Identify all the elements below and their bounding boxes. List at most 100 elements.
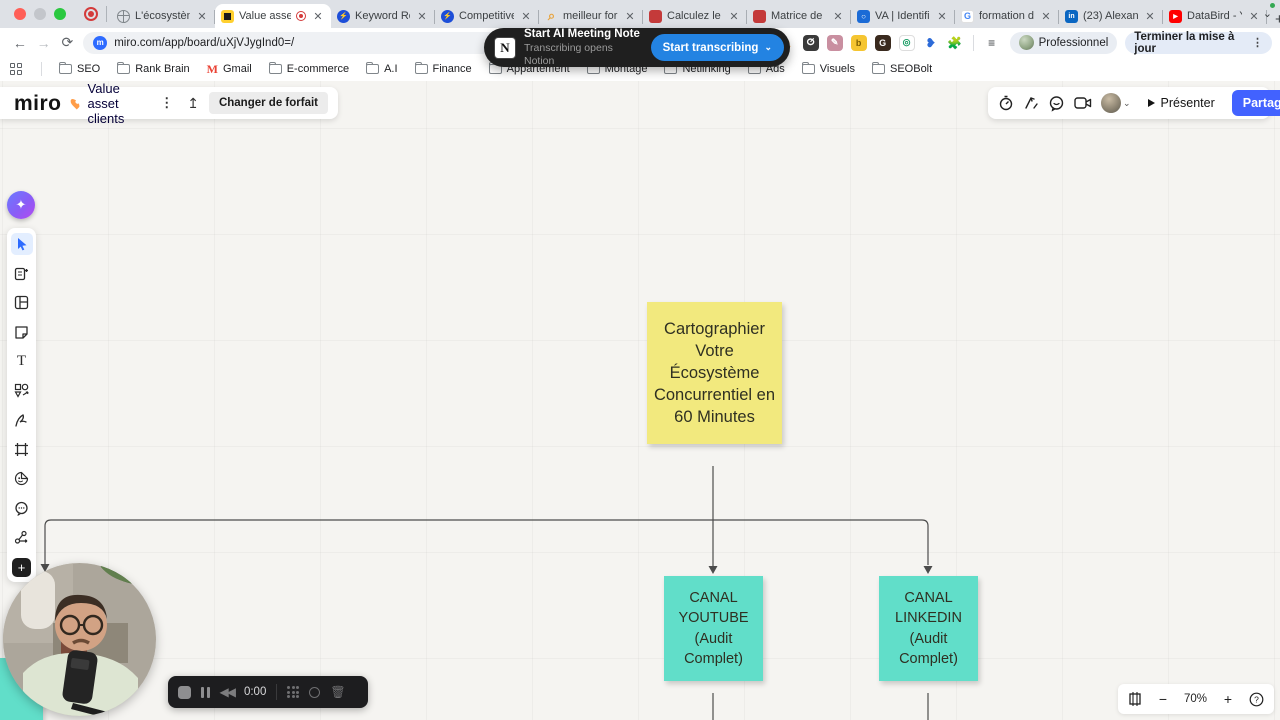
- stop-recording-button[interactable]: [178, 685, 191, 699]
- zoom-level[interactable]: 70%: [1183, 693, 1207, 705]
- tab-value-asset-active[interactable]: Value asse ✕: [215, 4, 331, 28]
- close-tab-icon[interactable]: ✕: [1041, 10, 1051, 23]
- tab-search-chevron-icon[interactable]: ⌄: [1262, 8, 1272, 20]
- reactions-icon[interactable]: [1023, 94, 1039, 112]
- share-button[interactable]: Partager: [1231, 90, 1280, 116]
- sticky-note-youtube[interactable]: CANAL YOUTUBE (Audit Complet): [664, 576, 763, 681]
- help-icon[interactable]: ?: [1249, 692, 1264, 707]
- frame-tool[interactable]: [11, 439, 33, 461]
- red-app-icon: [649, 9, 662, 23]
- tab-matrice[interactable]: Matrice de pri ✕: [747, 4, 851, 28]
- add-tool-button[interactable]: +: [12, 558, 31, 578]
- tab-meilleur-format[interactable]: meilleur forma ✕: [539, 4, 643, 28]
- extension-g-icon[interactable]: G: [874, 34, 891, 51]
- bookmark-seo[interactable]: SEO: [59, 62, 100, 75]
- extension-tags-icon[interactable]: ❥: [925, 35, 936, 50]
- miro-canvas[interactable]: [0, 81, 1280, 720]
- select-tool[interactable]: [10, 233, 33, 255]
- present-button[interactable]: Présenter: [1140, 91, 1223, 115]
- comment-tool[interactable]: [11, 497, 33, 519]
- extension-camera-icon[interactable]: ◎: [898, 34, 915, 51]
- tab-linkedin[interactable]: (23) Alexandr ✕: [1059, 4, 1163, 28]
- fullscreen-window-button[interactable]: [54, 8, 66, 20]
- zoom-controls: − 70% + ?: [1118, 684, 1274, 714]
- tab-databird-youtube[interactable]: DataBird - Yo ✕: [1163, 4, 1267, 28]
- extensions-puzzle-icon[interactable]: 🧩: [947, 35, 963, 50]
- sticky-note-main[interactable]: Cartographier Votre Écosystème Concurren…: [647, 302, 782, 444]
- zoom-out-icon[interactable]: −: [1158, 691, 1168, 707]
- video-call-icon[interactable]: [1074, 94, 1092, 112]
- extension-bee-icon[interactable]: b: [850, 34, 867, 51]
- blur-icon[interactable]: [287, 686, 300, 698]
- pen-tool[interactable]: [11, 409, 33, 431]
- upgrade-plan-button[interactable]: Changer de forfait: [208, 92, 328, 114]
- extension-mask-icon[interactable]: ⵚ: [802, 34, 819, 51]
- tab-keyword-research[interactable]: Keyword Rese ✕: [331, 4, 435, 28]
- tab-competitive[interactable]: Competitive R ✕: [435, 4, 539, 28]
- close-tab-icon[interactable]: ✕: [625, 10, 635, 23]
- mindmap-tool[interactable]: [11, 527, 33, 549]
- delete-recording-icon[interactable]: 🗑: [330, 685, 346, 699]
- update-chrome-button[interactable]: Terminer la mise à jour ⋮: [1125, 31, 1273, 55]
- bookmark-finance[interactable]: Finance: [414, 62, 472, 75]
- close-tab-icon[interactable]: ✕: [313, 10, 323, 23]
- close-tab-icon[interactable]: ✕: [937, 10, 947, 23]
- bookmark-rank-brain[interactable]: Rank Brain: [117, 62, 190, 75]
- close-tab-icon[interactable]: ✕: [521, 10, 531, 23]
- timer-icon[interactable]: [998, 94, 1014, 112]
- reload-icon[interactable]: ⟳: [61, 34, 74, 50]
- comments-icon[interactable]: [1048, 94, 1065, 112]
- fit-to-screen-icon[interactable]: [1128, 692, 1142, 706]
- back-icon[interactable]: ←: [12, 34, 27, 51]
- webcam-overlay[interactable]: [3, 563, 156, 716]
- miro-logo[interactable]: miro: [14, 91, 62, 115]
- sticker-tool[interactable]: [11, 468, 33, 490]
- user-avatar-menu[interactable]: ⌄: [1101, 93, 1131, 113]
- board-title[interactable]: Value asset clients: [87, 80, 125, 126]
- play-icon: [1147, 99, 1155, 107]
- camera-bubble-icon[interactable]: [309, 686, 321, 698]
- close-tab-icon[interactable]: ✕: [833, 10, 843, 23]
- reading-list-icon[interactable]: ≡: [988, 35, 996, 50]
- bookmark-seobolt[interactable]: SEOBolt: [872, 62, 932, 75]
- recording-time: 0:00: [243, 686, 267, 698]
- templates-tool[interactable]: [11, 262, 33, 284]
- browser-menu-icon[interactable]: ⋮: [1252, 37, 1264, 49]
- chevron-down-icon[interactable]: ⌄: [764, 42, 772, 52]
- start-transcribing-button[interactable]: Start transcribing ⌄: [650, 34, 784, 61]
- profile-button[interactable]: Professionnel: [1009, 31, 1118, 54]
- text-tool[interactable]: T: [16, 352, 27, 369]
- tab-calculez-roi[interactable]: Calculez le RO ✕: [643, 4, 747, 28]
- close-tab-icon[interactable]: ✕: [197, 10, 207, 23]
- new-tab-button[interactable]: +: [1275, 11, 1280, 28]
- close-window-button[interactable]: [14, 8, 26, 20]
- close-tab-icon[interactable]: ✕: [1145, 10, 1155, 23]
- close-tab-icon[interactable]: ✕: [1249, 10, 1259, 23]
- frames-tool[interactable]: [11, 292, 33, 314]
- forward-icon[interactable]: →: [36, 34, 51, 51]
- tab-va-identifier[interactable]: VA | Identifier ✕: [851, 4, 955, 28]
- tab-ecosysteme[interactable]: L'écosystème ✕: [111, 4, 215, 28]
- sticky-note-tool[interactable]: [11, 321, 33, 343]
- notion-popup-text: Start AI Meeting Note Transcribing opens…: [524, 27, 643, 68]
- minimize-window-button[interactable]: [34, 8, 46, 20]
- zoom-in-icon[interactable]: +: [1223, 691, 1233, 707]
- tab-formation-data[interactable]: formation dat ✕: [955, 4, 1059, 28]
- bookmark-ai[interactable]: A.I: [366, 62, 398, 75]
- pause-recording-button[interactable]: [201, 686, 210, 698]
- extension-pen-icon[interactable]: ✎: [826, 34, 843, 51]
- restart-recording-icon[interactable]: ◀◀: [219, 685, 237, 699]
- close-tab-icon[interactable]: ✕: [729, 10, 739, 23]
- tab-list: L'écosystème ✕ Value asse ✕ Keyword Rese…: [111, 0, 1280, 28]
- bookmark-ecommerce[interactable]: E-commerce: [268, 62, 349, 75]
- shapes-tool[interactable]: [11, 380, 33, 402]
- board-menu-icon[interactable]: ⋮: [160, 95, 174, 110]
- close-tab-icon[interactable]: ✕: [417, 10, 427, 23]
- sticky-note-linkedin[interactable]: CANAL LINKEDIN (Audit Complet): [879, 576, 978, 681]
- miro-ai-button[interactable]: ✦: [7, 191, 35, 219]
- apps-grid-icon[interactable]: [10, 63, 22, 75]
- bookmark-visuels[interactable]: Visuels: [801, 62, 855, 75]
- recording-indicator-icon[interactable]: [84, 7, 98, 21]
- export-icon[interactable]: ↥: [187, 94, 199, 111]
